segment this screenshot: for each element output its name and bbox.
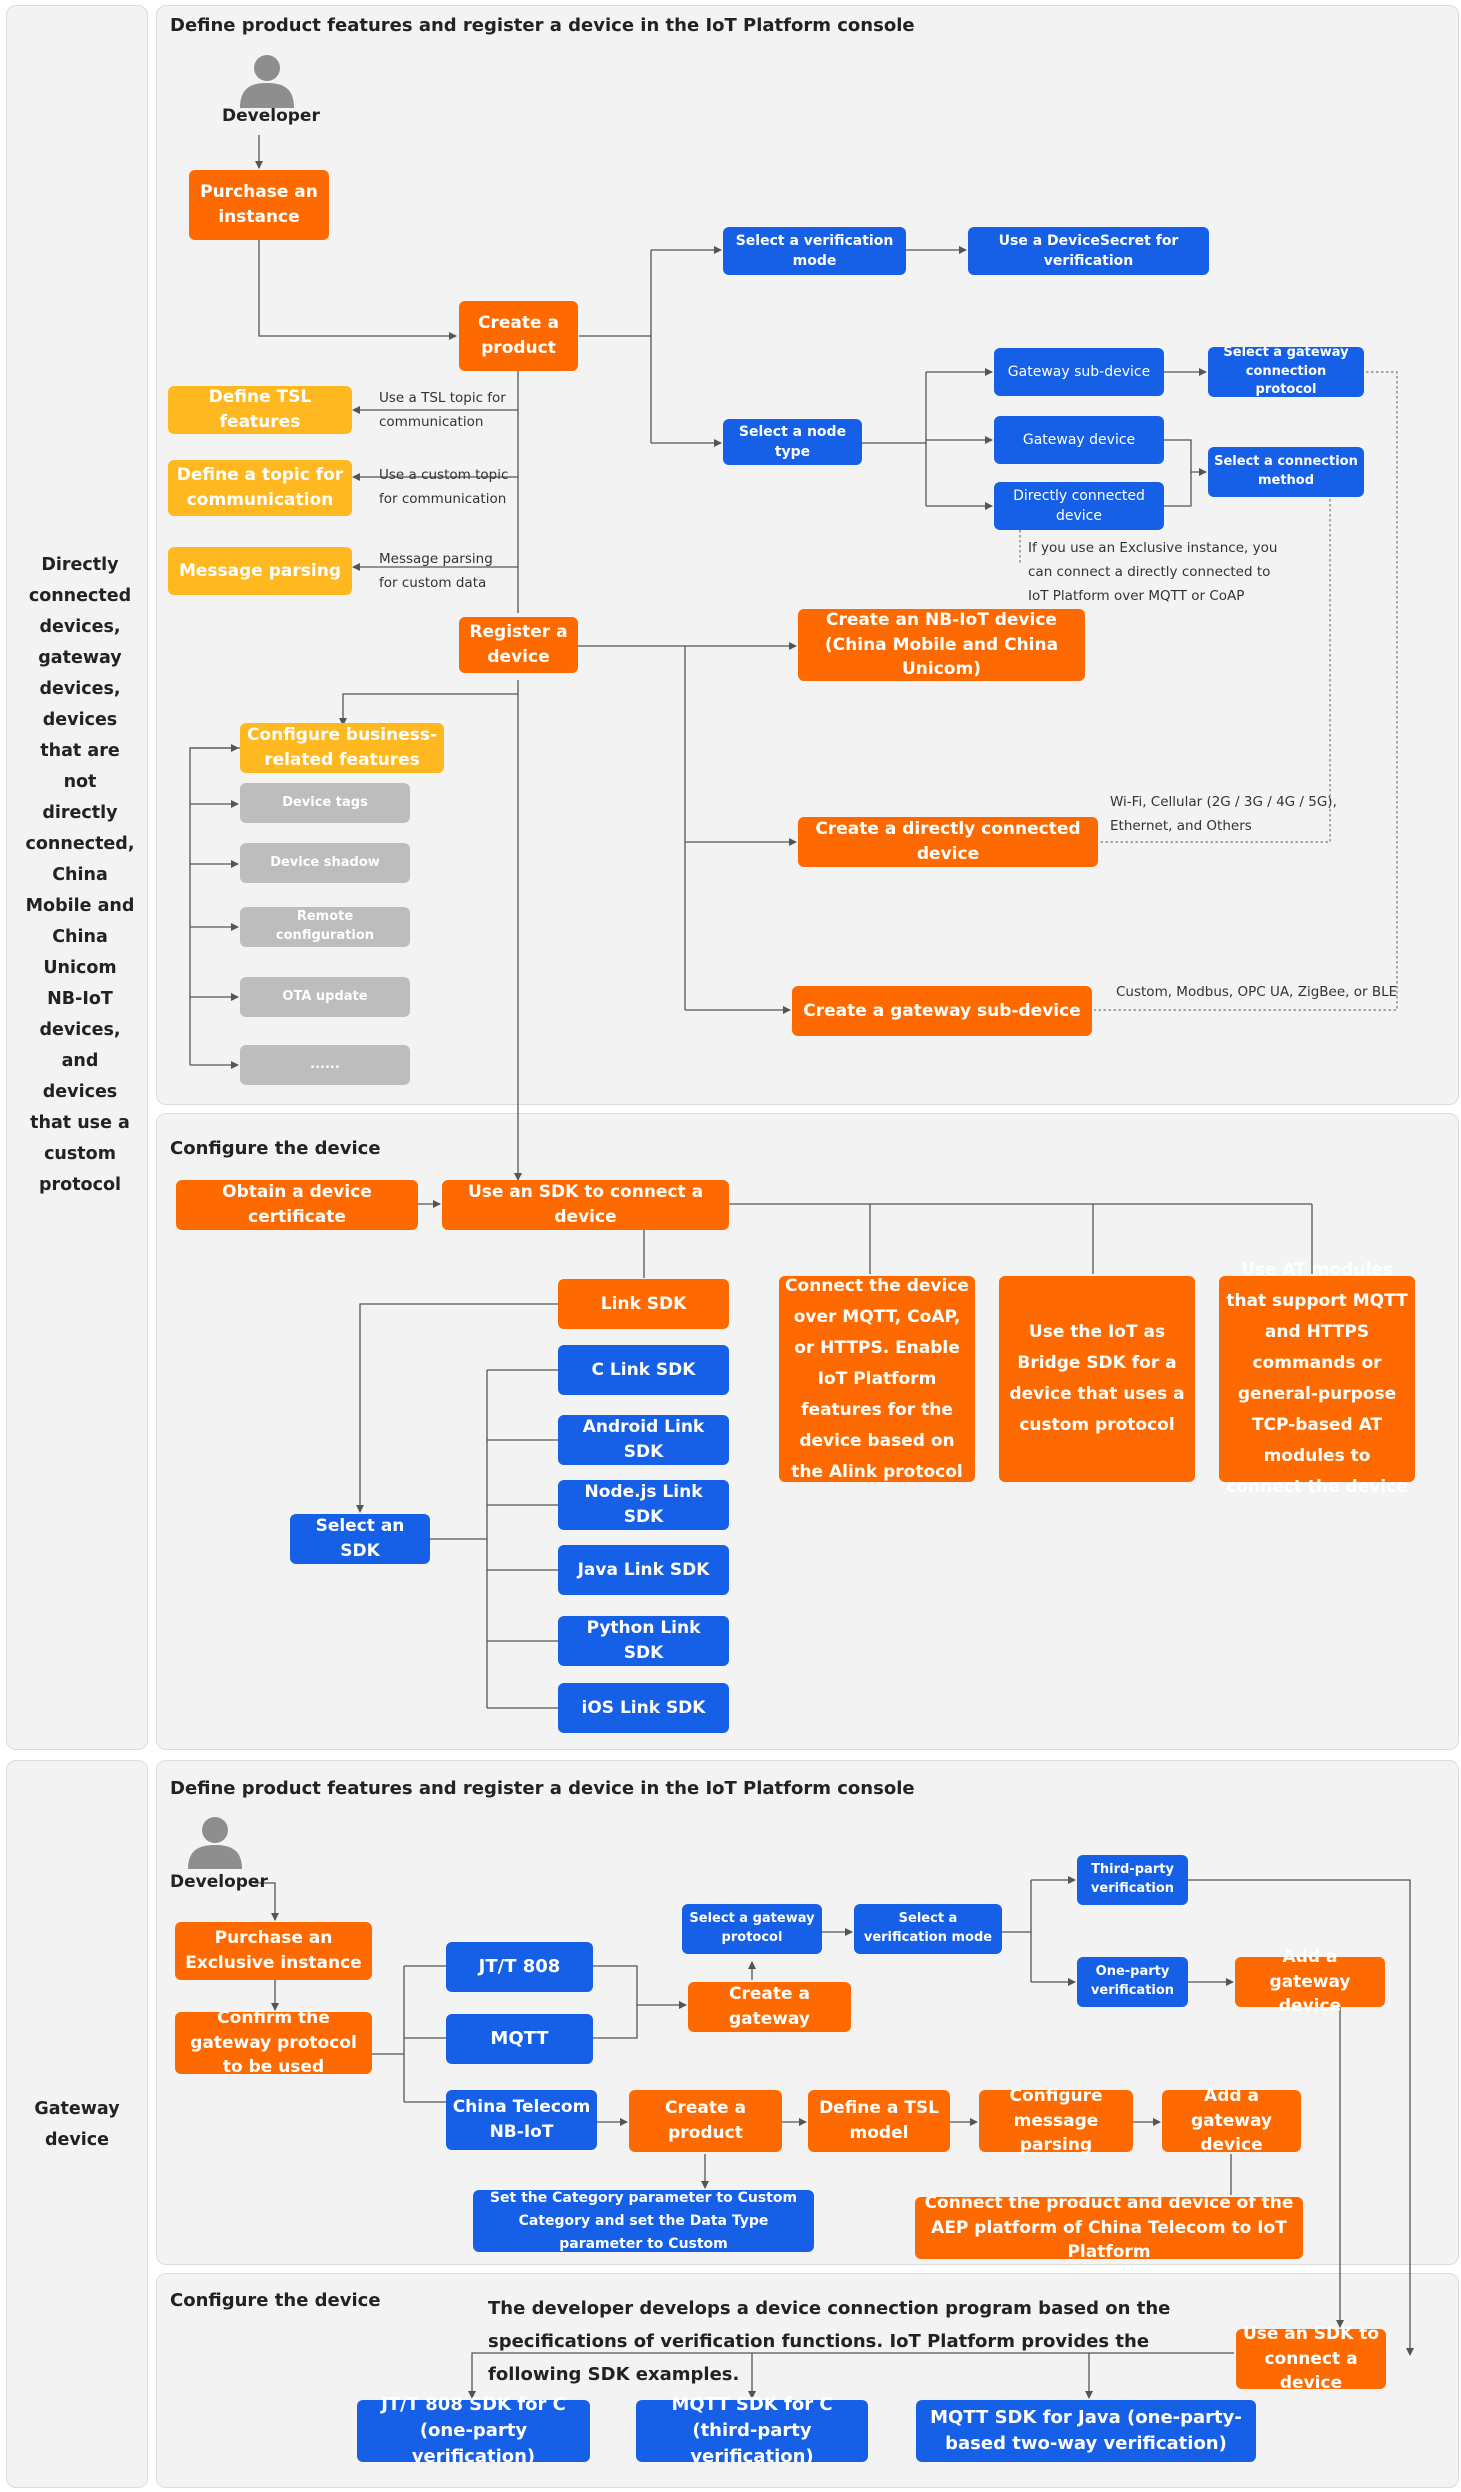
select-gateway-connection-protocol-box[interactable]: Select a gateway connection protocol — [1208, 345, 1364, 397]
custom-topic-label: Use a custom topic for communication — [379, 467, 509, 507]
select-verification-mode-box-2[interactable]: Select a verification mode — [854, 1904, 1002, 1954]
connect-aep-platform-box[interactable]: Connect the product and device of the AE… — [915, 2193, 1303, 2262]
message-parsing-box[interactable]: Message parsing — [168, 547, 352, 595]
ota-update-box[interactable]: OTA update — [240, 977, 410, 1017]
select-gateway-protocol-box[interactable]: Select a gateway protocol — [682, 1904, 822, 1954]
obtain-device-certificate-box[interactable]: Obtain a device certificate — [176, 1180, 418, 1230]
section-title-configure-device-2: Configure the device — [170, 2290, 381, 2311]
select-node-type-box[interactable]: Select a node type — [723, 419, 862, 465]
create-nbiot-device-box[interactable]: Create an NB-IoT device (China Mobile an… — [798, 609, 1085, 681]
select-connection-method-box[interactable]: Select a connection method — [1208, 447, 1364, 497]
nodejs-link-sdk-box[interactable]: Node.js Link SDK — [558, 1480, 729, 1530]
tsl-topic-label: Use a TSL topic for communication — [379, 390, 506, 430]
message-parsing-label: Message parsing for custom data — [379, 551, 493, 591]
china-telecom-nbiot-box[interactable]: China Telecom NB-IoT — [446, 2090, 597, 2150]
jt808-box[interactable]: JT/T 808 — [446, 1942, 593, 1992]
create-product-box[interactable]: Create a product — [459, 301, 578, 371]
link-sdk-box[interactable]: Link SDK — [558, 1279, 729, 1329]
at-modules-box[interactable]: Use AT modules that support MQTT and HTT… — [1219, 1260, 1415, 1497]
register-device-box[interactable]: Register a device — [459, 617, 578, 673]
more-features-box[interactable]: ...... — [240, 1045, 410, 1085]
side-panel-bottom — [6, 1760, 148, 2488]
section-title-define-product-1: Define product features and register a d… — [170, 15, 915, 36]
gateway-device-box[interactable]: Gateway device — [994, 416, 1164, 464]
custom-protocols-label: Custom, Modbus, OPC UA, ZigBee, or BLE — [1116, 984, 1398, 1000]
developer-avatar-icon-2 — [188, 1817, 242, 1869]
create-product-box-2[interactable]: Create a product — [629, 2090, 782, 2152]
python-link-sdk-box[interactable]: Python Link SDK — [558, 1616, 729, 1666]
wifi-cellular-label: Wi-Fi, Cellular (2G / 3G / 4G / 5G), Eth… — [1110, 794, 1337, 834]
device-shadow-box[interactable]: Device shadow — [240, 843, 410, 883]
define-tsl-model-box[interactable]: Define a TSL model — [808, 2090, 950, 2152]
add-gateway-device-box-2[interactable]: Add a gateway device — [1162, 2086, 1301, 2155]
gateway-sub-device-box[interactable]: Gateway sub-device — [994, 348, 1164, 396]
define-tsl-features-box[interactable]: Define TSL features — [168, 386, 352, 434]
iot-as-bridge-sdk-box[interactable]: Use the IoT as Bridge SDK for a device t… — [999, 1276, 1195, 1482]
developer-avatar-icon — [240, 55, 294, 108]
purchase-instance-box[interactable]: Purchase an instance — [189, 170, 329, 240]
side-label-gateway-device: Gateway device — [34, 2099, 120, 2150]
exclusive-instance-note: If you use an Exclusive instance, you ca… — [1028, 540, 1278, 604]
c-link-sdk-box[interactable]: C Link SDK — [558, 1345, 729, 1395]
section-title-define-product-2: Define product features and register a d… — [170, 1778, 915, 1799]
directly-connected-device-box[interactable]: Directly connected device — [994, 482, 1164, 530]
device-tags-box[interactable]: Device tags — [240, 783, 410, 823]
purchase-exclusive-instance-box[interactable]: Purchase an Exclusive instance — [175, 1922, 372, 1980]
remote-configuration-box[interactable]: Remote configuration — [240, 907, 410, 947]
developer-label-2: Developer — [170, 1872, 268, 1892]
jt808-sdk-c-box[interactable]: JT/T 808 SDK for C (one-party verificati… — [357, 2394, 590, 2467]
java-link-sdk-box[interactable]: Java Link SDK — [558, 1545, 729, 1595]
create-gateway-sub-device-box[interactable]: Create a gateway sub-device — [792, 986, 1092, 1036]
connect-mqtt-coap-https-box[interactable]: Connect the device over MQTT, CoAP, or H… — [779, 1276, 975, 1482]
mqtt-sdk-java-box[interactable]: MQTT SDK for Java (one-party-based two-w… — [916, 2400, 1256, 2462]
configure-message-parsing-box[interactable]: Configure message parsing — [979, 2086, 1133, 2155]
developer-label-1: Developer — [222, 106, 320, 126]
confirm-gateway-protocol-box[interactable]: Confirm the gateway protocol to be used — [175, 2008, 372, 2077]
use-sdk-connect-device-box-2[interactable]: Use an SDK to connect a device — [1236, 2324, 1386, 2393]
select-sdk-box[interactable]: Select an SDK — [290, 1514, 430, 1564]
developer-description: The developer develops a device connecti… — [488, 2298, 1171, 2385]
mqtt-box[interactable]: MQTT — [446, 2014, 593, 2064]
create-gateway-box[interactable]: Create a gateway — [688, 1982, 851, 2032]
use-devicesecret-box[interactable]: Use a DeviceSecret for verification — [968, 227, 1209, 275]
add-gateway-device-box-1[interactable]: Add a gateway device — [1235, 1947, 1385, 2016]
one-party-verification-box[interactable]: One-party verification — [1077, 1957, 1188, 2007]
ios-link-sdk-box[interactable]: iOS Link SDK — [558, 1683, 729, 1733]
set-category-parameter-box[interactable]: Set the Category parameter to Custom Cat… — [473, 2190, 814, 2252]
define-custom-topic-box[interactable]: Define a topic for communication — [168, 460, 352, 516]
mqtt-sdk-c-box[interactable]: MQTT SDK for C (third-party verification… — [636, 2394, 868, 2467]
configure-business-features-box[interactable]: Configure business-related features — [240, 723, 444, 773]
section-title-configure-device-1: Configure the device — [170, 1138, 381, 1159]
android-link-sdk-box[interactable]: Android Link SDK — [558, 1415, 729, 1465]
use-sdk-connect-device-box[interactable]: Use an SDK to connect a device — [442, 1180, 729, 1230]
third-party-verification-box[interactable]: Third-party verification — [1077, 1855, 1188, 1905]
create-directly-connected-device-box[interactable]: Create a directly connected device — [798, 817, 1098, 867]
select-verification-mode-box[interactable]: Select a verification mode — [723, 227, 906, 275]
side-panel-top — [6, 5, 148, 1750]
